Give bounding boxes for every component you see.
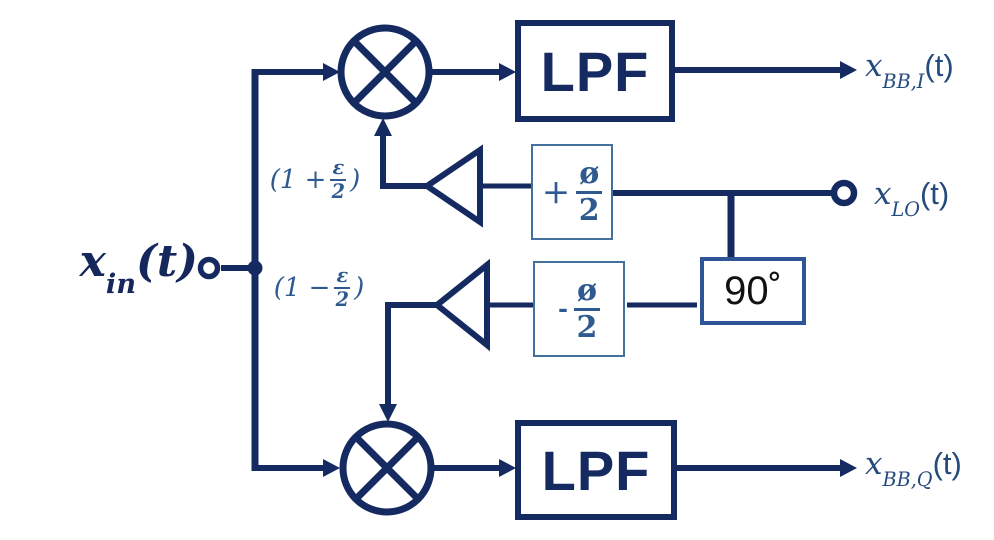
lo-signal-label: xLO(t) [874, 176, 950, 221]
gain-bottom-fraction: ε 2 [334, 264, 351, 312]
lo-terminal [830, 179, 858, 207]
arrow-into-lpf-bottom [499, 459, 516, 477]
lpf-top-block: LPF [515, 20, 675, 122]
gain-top-fraction: ε 2 [330, 156, 347, 204]
arrow-into-mixer-top [323, 63, 340, 81]
lpf-top-label: LPF [540, 39, 650, 103]
input-terminal [197, 256, 221, 280]
phase-plus-fraction: ø 2 [576, 157, 603, 227]
lpf-bottom-block: LPF [515, 420, 677, 520]
mixer-top-icon [337, 24, 433, 120]
wires [221, 67, 842, 471]
wire-amp-top-to-mixer [380, 134, 427, 189]
phase-minus-fraction: ø 2 [573, 274, 600, 344]
phase-plus-sign: + [541, 172, 571, 212]
arrow-down-into-mixer-bottom [379, 404, 397, 422]
amplifier-top-icon [421, 144, 483, 228]
arrow-output-q [840, 459, 857, 477]
lpf-bottom-label: LPF [541, 438, 651, 502]
phase-plus-block: + ø 2 [531, 144, 613, 240]
arrow-into-mixer-bottom [323, 459, 340, 477]
amplifier-bottom-icon [432, 258, 490, 352]
phase-shifter-90-label: 90˚ [724, 268, 782, 313]
phase-minus-block: - ø 2 [533, 261, 625, 357]
mixer-bottom-icon [339, 420, 435, 516]
junction-dot [247, 260, 263, 276]
arrow-up-into-mixer-top [374, 118, 392, 136]
phase-minus-sign: - [558, 294, 568, 323]
wire-amp-bottom-to-mixer [385, 302, 437, 407]
input-signal-label: xin(t) [79, 236, 198, 300]
arrow-into-lpf-top [499, 63, 516, 81]
gain-bottom-label: (1 − ε 2 ) [273, 264, 365, 312]
output-q-label: xBB,Q(t) [865, 446, 962, 491]
arrow-output-i [840, 61, 857, 79]
output-i-label: xBB,I(t) [865, 48, 954, 93]
arrowheads [323, 61, 857, 477]
gain-top-label: (1 + ε 2 ) [269, 156, 361, 204]
phase-shifter-90-block: 90˚ [700, 257, 806, 325]
